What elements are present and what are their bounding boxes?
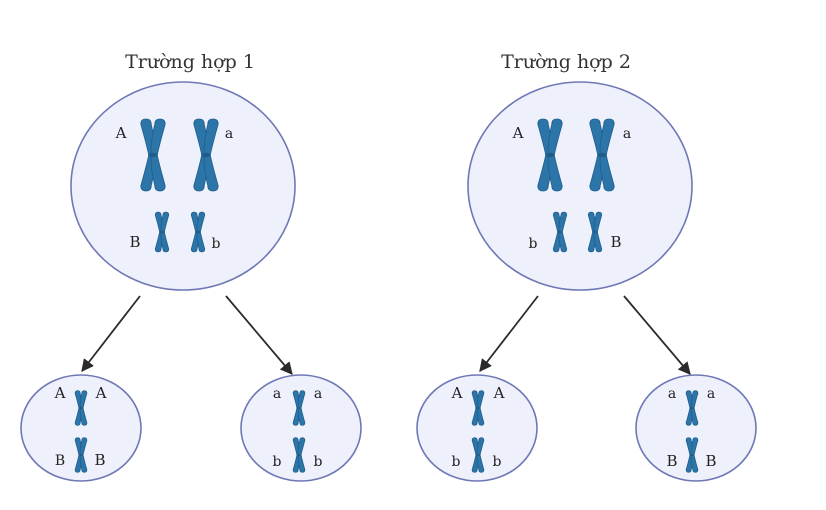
chromatid <box>196 211 206 253</box>
case-2-parent-cell <box>467 81 693 291</box>
case-2-daughter-1-chromosome-bottom <box>471 437 485 473</box>
chromatid <box>476 390 485 426</box>
case-1-daughter-1-allele-top-left: A <box>54 384 66 402</box>
case-2-daughter-2-chromosome-top <box>685 390 699 426</box>
case-1-daughter-2-chromosome-bottom <box>292 437 306 473</box>
case-1-parent-allele-bottom-right: b <box>212 236 221 252</box>
centromere <box>159 230 165 234</box>
chromatid <box>589 118 605 192</box>
case-2-daughter-1-cell <box>416 374 538 482</box>
centromere <box>78 406 84 410</box>
case-2-daughter-2-allele-bottom-left: B <box>666 452 677 470</box>
case-2-daughter-1-allele-bottom-left: b <box>452 454 461 470</box>
case-1-daughter-1-cell <box>20 374 142 482</box>
case-1-arrow-left <box>81 295 141 372</box>
case-1-parent-chromosome-A <box>140 118 166 192</box>
chromatid <box>203 118 219 192</box>
chromatid <box>160 211 170 253</box>
chromatid <box>79 390 88 426</box>
chromatid <box>587 211 597 253</box>
case-1-daughter-1-allele-bottom-left: B <box>55 453 65 469</box>
case-2-daughter-1-allele-bottom-right: b <box>493 454 502 470</box>
chromatid <box>476 437 485 473</box>
case-2-daughter-2-allele-bottom-right: B <box>705 452 716 470</box>
centromere <box>475 406 481 410</box>
centromere <box>597 152 607 158</box>
case-2-arrow-right <box>623 295 691 375</box>
case-1-parent-allele-bottom-left: B <box>129 233 140 251</box>
case-1-daughter-2-cell <box>240 374 362 482</box>
centromere <box>296 453 302 457</box>
case-2-parent-chromosome-b <box>552 211 568 253</box>
centromere <box>195 230 201 234</box>
case-1-daughter-2-allele-top-left: a <box>273 386 281 402</box>
case-1-daughter-1-allele-bottom-right: B <box>94 451 105 469</box>
centromere <box>592 230 598 234</box>
chromatid <box>558 211 568 253</box>
case-1-arrow-right <box>225 295 293 375</box>
chromatid <box>154 211 164 253</box>
chromatid <box>297 390 306 426</box>
case-1-parent-allele-top-left: A <box>115 124 127 142</box>
centromere <box>475 453 481 457</box>
case-1-daughter-2-allele-bottom-left: b <box>273 454 282 470</box>
case-2-daughter-1-chromosome-top <box>471 390 485 426</box>
case-2: Trường hợp 2 A a b B A A b b a a B B <box>416 51 757 482</box>
case-2-daughter-1-allele-top-right: A <box>493 384 505 402</box>
case-1-parent-allele-top-right: a <box>225 126 233 142</box>
case-1-parent-chromosome-B <box>154 211 170 253</box>
case-2-daughter-2-allele-top-left: a <box>668 386 676 402</box>
case-2-parent-allele-bottom-left: b <box>529 236 538 252</box>
case-2-daughter-1-allele-top-left: A <box>451 384 463 402</box>
chromatid <box>552 211 562 253</box>
centromere <box>545 152 555 158</box>
case-1-daughter-2-allele-bottom-right: b <box>314 454 323 470</box>
chromatid <box>547 118 563 192</box>
case-2-daughter-2-allele-top-right: a <box>707 386 715 402</box>
chromatid <box>690 437 699 473</box>
centromere <box>78 453 84 457</box>
centromere <box>296 406 302 410</box>
case-1-parent-chromosome-b <box>190 211 206 253</box>
centromere <box>689 453 695 457</box>
chromatid <box>599 118 615 192</box>
chromatid <box>593 211 603 253</box>
chromatid <box>140 118 156 192</box>
centromere <box>689 406 695 410</box>
case-2-daughter-2-cell <box>635 374 757 482</box>
case-1-daughter-2-allele-top-right: a <box>314 386 322 402</box>
case-1-daughter-2-chromosome-top <box>292 390 306 426</box>
case-2-arrow-left <box>479 295 539 372</box>
chromatid <box>297 437 306 473</box>
centromere <box>148 152 158 158</box>
chromatid <box>690 390 699 426</box>
case-2-daughter-2-chromosome-bottom <box>685 437 699 473</box>
chromatid <box>193 118 209 192</box>
case-1-daughter-1-chromosome-top <box>74 390 88 426</box>
case-1-parent-cell <box>70 81 296 291</box>
case-2-parent-allele-top-right: a <box>623 126 631 142</box>
case-2-title: Trường hợp 2 <box>501 51 631 73</box>
case-2-parent-chromosome-B <box>587 211 603 253</box>
chromatid <box>79 437 88 473</box>
chromatid <box>190 211 200 253</box>
case-1-daughter-1-chromosome-bottom <box>74 437 88 473</box>
centromere <box>557 230 563 234</box>
chromatid <box>150 118 166 192</box>
case-2-parent-allele-top-left: A <box>512 124 524 142</box>
case-1-parent-chromosome-a <box>193 118 219 192</box>
case-1-title: Trường hợp 1 <box>125 51 255 73</box>
case-2-parent-chromosome-a <box>589 118 615 192</box>
centromere <box>201 152 211 158</box>
case-2-parent-allele-bottom-right: B <box>610 233 621 251</box>
case-1: Trường hợp 1 A a B b A A B B a a b b <box>20 51 362 482</box>
chromatid <box>537 118 553 192</box>
case-1-daughter-1-allele-top-right: A <box>95 384 107 402</box>
case-2-parent-chromosome-A <box>537 118 563 192</box>
